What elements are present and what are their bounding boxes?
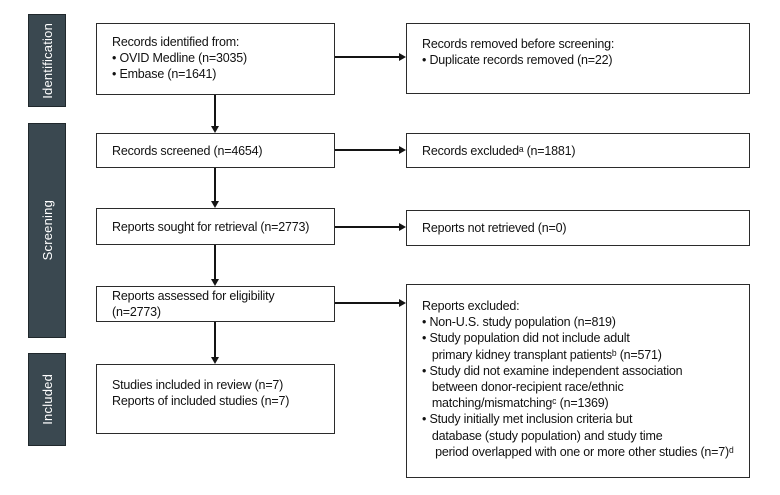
arrow-sought-to-assessed [208, 245, 222, 286]
box-text-line: • Embase (n=1641) [112, 67, 217, 81]
arrow-screened-to-excluded [335, 143, 406, 157]
box-reports-not-retrieved: Reports not retrieved (n=0) [406, 210, 750, 246]
box-text-line: Reports assessed for eligibility (n=2773… [112, 289, 278, 319]
arrow-shaft [214, 245, 216, 280]
stage-bar-included: Included [28, 353, 66, 446]
arrow-head-down-icon [210, 126, 219, 133]
box-text-line: • Duplicate records removed (n=22) [422, 53, 613, 67]
arrow-assessed-to-reports-excluded [335, 296, 406, 310]
arrow-shaft [214, 95, 216, 127]
box-reports-sought: Reports sought for retrieval (n=2773) [96, 208, 335, 245]
box-text-line: Reports excluded: [422, 299, 520, 313]
box-text-line: Reports not retrieved (n=0) [422, 221, 567, 235]
box-text-line: Reports of included studies (n=7) [112, 394, 290, 408]
arrow-head-right-icon [399, 145, 406, 154]
arrow-identified-to-removed [335, 50, 406, 64]
arrow-shaft [335, 56, 400, 58]
box-text-line: Records removed before screening: [422, 37, 615, 51]
arrow-head-right-icon [399, 222, 406, 231]
box-records-removed: Records removed before screening: • Dupli… [406, 23, 750, 94]
arrow-assessed-to-included [208, 322, 222, 364]
arrow-head-down-icon [210, 201, 219, 208]
stage-label-screening: Screening [39, 200, 55, 261]
box-text-line: • Study did not examine independent asso… [422, 363, 683, 378]
arrow-screened-to-sought [208, 168, 222, 208]
arrow-shaft [335, 149, 400, 151]
stage-bar-screening: Screening [28, 123, 66, 338]
box-text-line: Reports sought for retrieval (n=2773) [112, 219, 310, 234]
box-text-line: Records identified from: [112, 35, 240, 49]
arrow-head-right-icon [399, 298, 406, 307]
box-text-line: database (study population) and study ti… [422, 428, 663, 443]
box-text-line: • Study population did not include adult [422, 331, 630, 346]
stage-bar-identification: Identification [28, 14, 66, 107]
box-text-line: Studies included in review (n=7) [112, 378, 284, 392]
box-studies-included: Studies included in review (n=7) Reports … [96, 364, 335, 434]
box-records-identified: Records identified from: • OVID Medline (… [96, 23, 335, 95]
box-text-line: • Study initially met inclusion criteria… [422, 412, 633, 427]
box-records-screened: Records screened (n=4654) [96, 133, 335, 168]
arrow-head-down-icon [210, 357, 219, 364]
arrow-shaft [335, 226, 400, 228]
stage-label-included: Included [39, 374, 55, 425]
arrow-identified-to-screened [208, 95, 222, 133]
box-text-line: Records excludedᵃ (n=1881) [422, 143, 576, 158]
box-text-line: period overlapped with one or more other… [422, 444, 734, 459]
box-reports-assessed: Reports assessed for eligibility (n=2773… [96, 286, 335, 322]
arrow-shaft [335, 302, 400, 304]
arrow-head-down-icon [210, 279, 219, 286]
box-text-line: matching/mismatchingᶜ (n=1369) [422, 396, 609, 411]
stage-label-identification: Identification [39, 22, 55, 99]
arrow-head-right-icon [399, 52, 406, 61]
arrow-shaft [214, 322, 216, 358]
box-text-line: Records screened (n=4654) [112, 143, 263, 158]
arrow-sought-to-not-retrieved [335, 220, 406, 234]
box-reports-excluded: Reports excluded: • Non-U.S. study popula… [406, 284, 750, 478]
box-records-excluded: Records excludedᵃ (n=1881) [406, 133, 750, 168]
box-text-line: between donor-recipient race/ethnic [422, 380, 624, 395]
box-text-line: • OVID Medline (n=3035) [112, 51, 247, 65]
box-text-line: • Non-U.S. study population (n=819) [422, 315, 616, 330]
arrow-shaft [214, 168, 216, 202]
box-text-line: primary kidney transplant patientsᵇ (n=5… [422, 347, 662, 362]
